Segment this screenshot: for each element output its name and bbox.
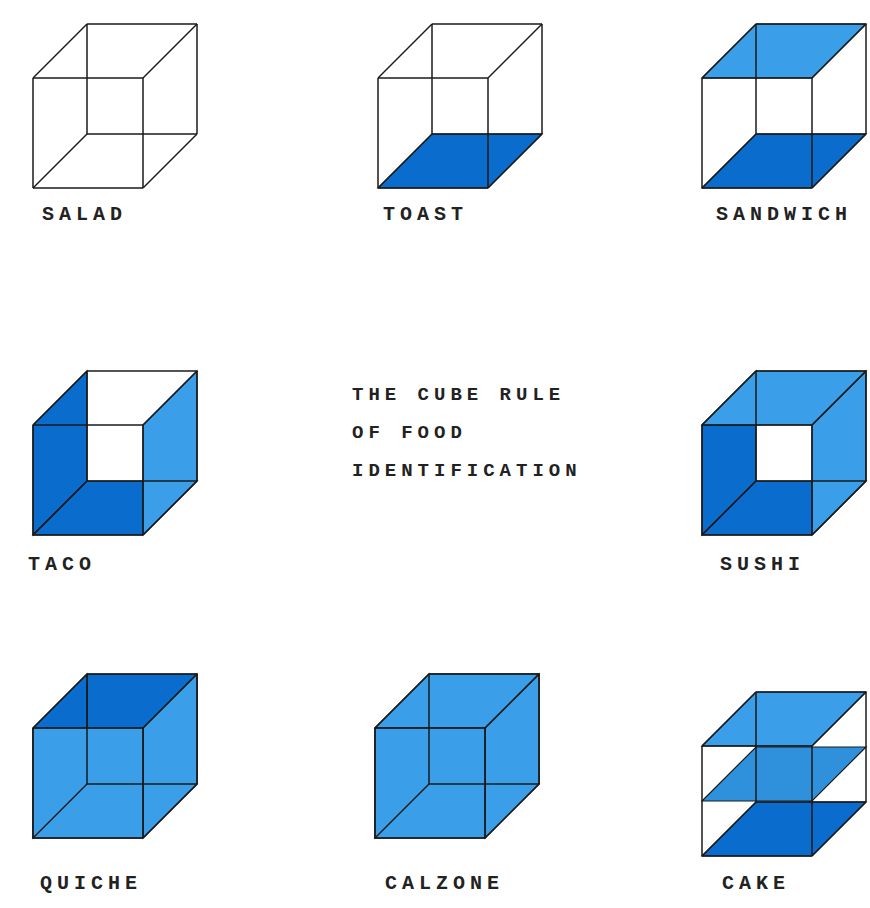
- cube-drawing: [29, 367, 201, 579]
- food-cube: TACO: [29, 367, 201, 579]
- food-cube: CAKE: [698, 688, 870, 898]
- cube-drawing: [698, 688, 870, 898]
- food-label: SALAD: [42, 203, 127, 227]
- cube-drawing: [698, 20, 870, 229]
- food-label: TOAST: [383, 203, 468, 227]
- food-label: CALZONE: [385, 872, 504, 896]
- food-label: TACO: [28, 553, 96, 577]
- food-cube: CALZONE: [371, 670, 543, 898]
- food-label: CAKE: [722, 872, 790, 896]
- food-label: SANDWICH: [716, 203, 852, 227]
- food-cube: SALAD: [29, 20, 201, 229]
- food-cube: QUICHE: [29, 670, 201, 898]
- cube-drawing: [374, 20, 546, 229]
- food-cube: SUSHI: [698, 367, 870, 579]
- food-label: QUICHE: [40, 872, 142, 896]
- food-cube: TOAST: [374, 20, 546, 229]
- food-cube: SANDWICH: [698, 20, 870, 229]
- cube-drawing: [371, 670, 543, 898]
- diagram-title: THE CUBE RULE OF FOOD IDENTIFICATION: [352, 376, 602, 490]
- cube-drawing: [29, 20, 201, 229]
- cube-drawing: [698, 367, 870, 579]
- cube-drawing: [29, 670, 201, 898]
- food-label: SUSHI: [720, 553, 805, 577]
